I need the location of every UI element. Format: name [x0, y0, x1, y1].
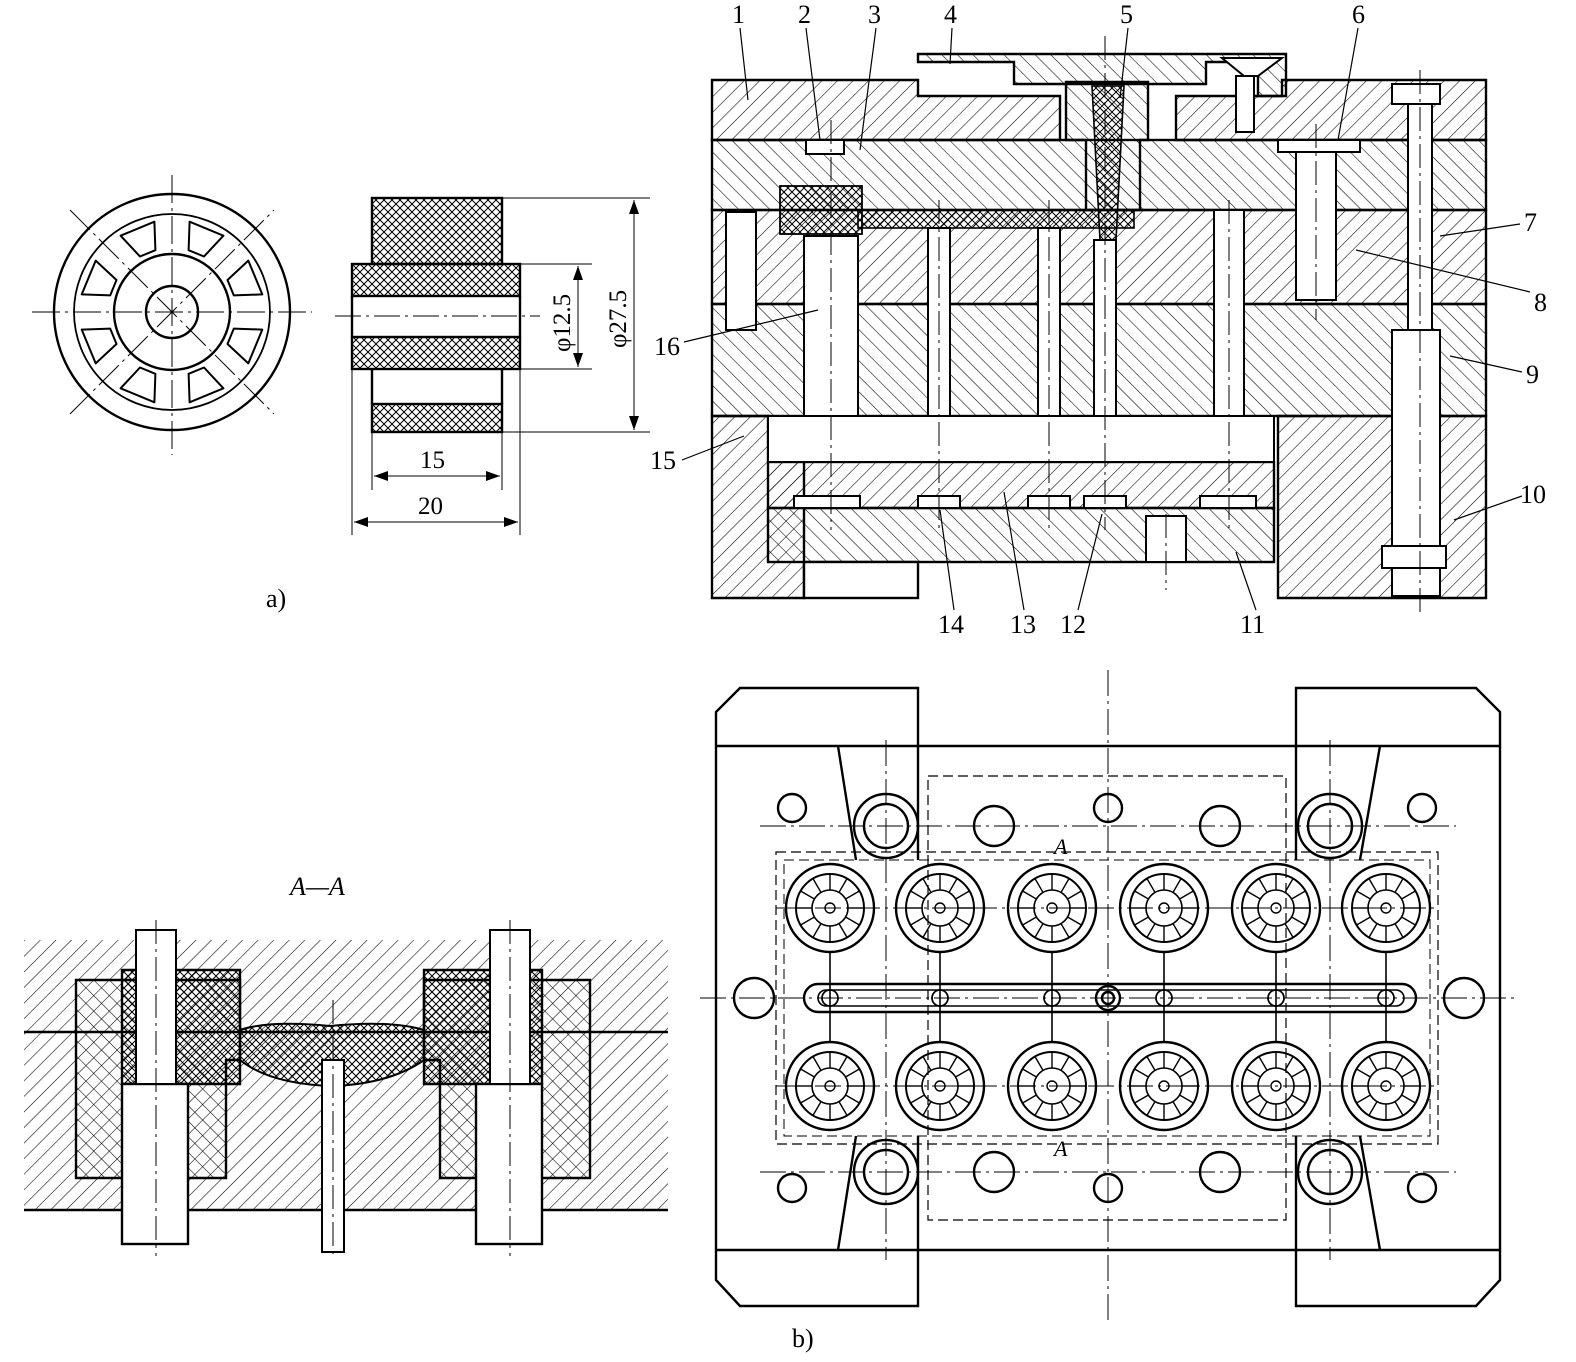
dim-step-length: 15 [420, 447, 445, 474]
callout-5: 5 [1120, 0, 1133, 29]
callout-3: 3 [868, 0, 881, 29]
callout-7: 7 [1524, 208, 1537, 237]
part-end-view [32, 175, 312, 455]
callout-9: 9 [1526, 360, 1539, 389]
callout-4: 4 [944, 0, 957, 29]
callout-leaders [681, 27, 1531, 611]
mold-cross-section [710, 36, 1488, 612]
part-side-section [335, 196, 650, 535]
callout-8: 8 [1534, 288, 1547, 317]
dim-total-length: 20 [418, 493, 443, 520]
section-a-a [24, 920, 668, 1256]
subfig-b-caption: b) [792, 1324, 814, 1353]
callout-10: 10 [1520, 480, 1546, 509]
callout-12: 12 [1060, 610, 1086, 639]
callout-11: 11 [1240, 610, 1266, 639]
callout-14: 14 [938, 610, 964, 639]
dim-outer-diameter: φ27.5 [605, 289, 632, 348]
mold-plan-view [700, 670, 1516, 1320]
callout-16: 16 [654, 332, 680, 361]
callout-15: 15 [650, 446, 676, 475]
subfig-a-caption: a) [266, 584, 287, 613]
rib-slots [80, 220, 264, 404]
section-mark-bottom: A [1054, 1136, 1068, 1161]
section-title: A—A [290, 872, 345, 901]
dim-inner-diameter: φ12.5 [549, 293, 576, 352]
callout-2: 2 [798, 0, 811, 29]
callout-6: 6 [1352, 0, 1365, 29]
section-mark-top: A [1054, 834, 1068, 859]
callout-1: 1 [732, 0, 745, 29]
callout-13: 13 [1010, 610, 1036, 639]
